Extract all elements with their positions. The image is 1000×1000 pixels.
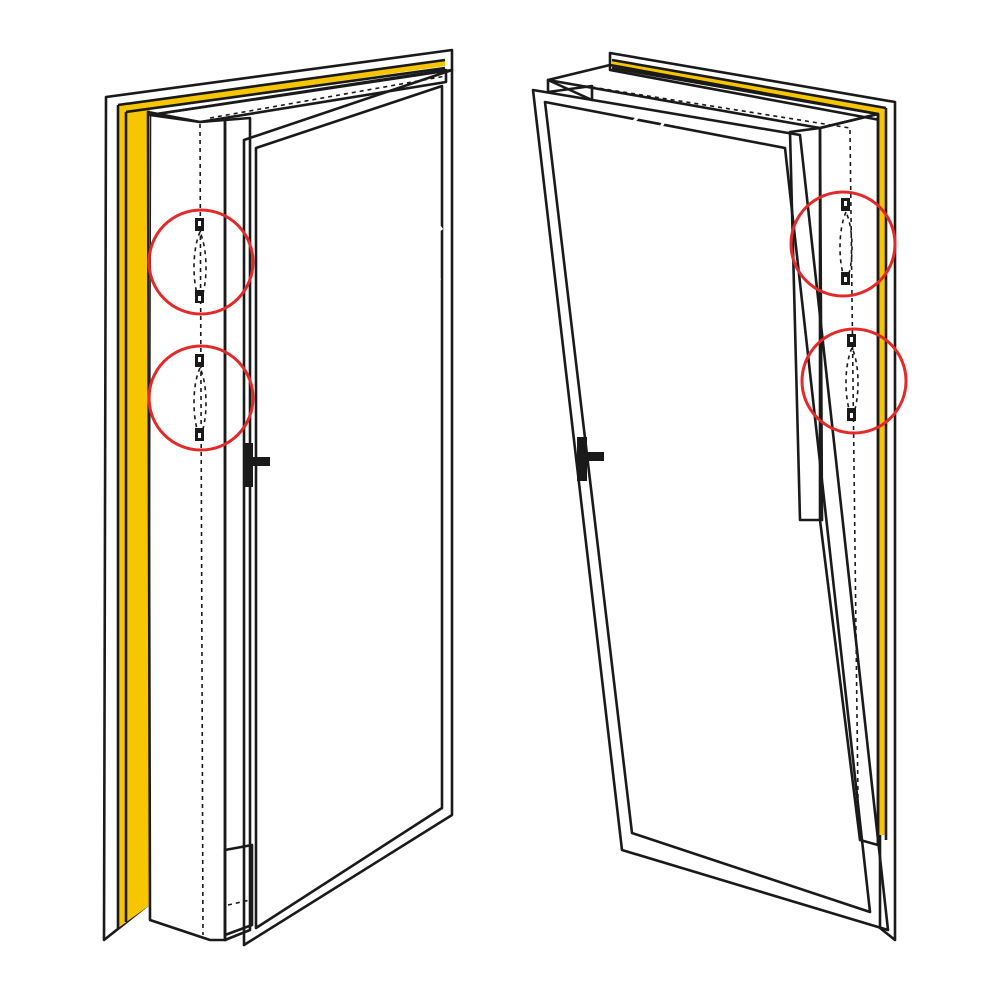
right-zipper-icon-lower: [845, 334, 859, 421]
left-window-frame: [102, 48, 454, 942]
right-highlight-circle-lower: [800, 327, 908, 435]
right-window-frame: [608, 51, 897, 942]
left-sleeve-front: [146, 110, 227, 942]
left-sash-frame: [242, 68, 454, 947]
left-window-handle-icon: [243, 443, 270, 487]
right-zipper-icon-upper: [839, 198, 853, 285]
left-zipper-icon-upper: [193, 218, 207, 304]
right-sash-frame: [531, 88, 890, 932]
right-highlight-circle-upper: [789, 190, 897, 298]
left-highlight-circle-upper: [147, 208, 255, 316]
left-window-illustration: [102, 48, 454, 947]
right-glass: [543, 100, 872, 914]
left-glass: [254, 84, 444, 930]
left-highlight-circle-lower: [147, 344, 255, 452]
right-window-illustration: [531, 51, 908, 942]
right-sleeve-top: [546, 63, 880, 130]
left-zipper-icon-lower: [193, 354, 207, 441]
right-window-handle-icon: [577, 437, 604, 481]
left-seal-tape: [118, 60, 445, 928]
